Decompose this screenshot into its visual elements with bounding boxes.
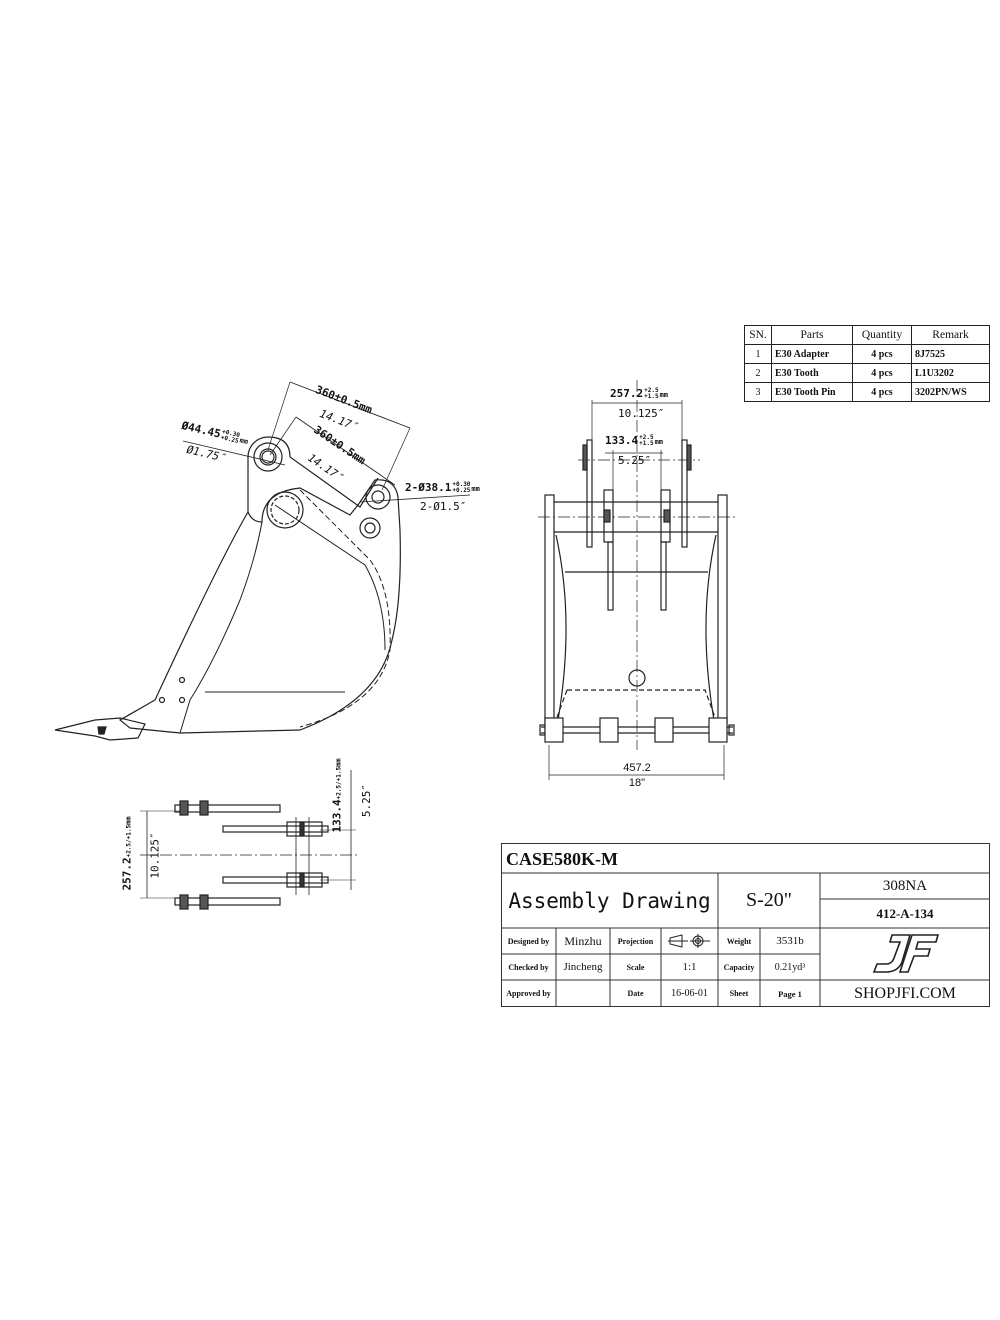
date-value: 16-06-01 <box>671 988 708 999</box>
pin-main-unit: mm <box>238 436 249 447</box>
projection-label: Projection <box>617 936 654 946</box>
top-inner-ear-dim: 133.4+2.5/+1.5mm <box>330 758 344 833</box>
header-sn: SN. <box>744 325 772 345</box>
top-outer-ear-inch: 10.125″ <box>148 832 162 879</box>
front-width-mm: 457.2 <box>623 762 651 774</box>
row-qty: 4 pcs <box>852 363 912 383</box>
side-view-bucket <box>54 381 471 741</box>
row-remark: 8J7525 <box>911 344 990 364</box>
header-remark: Remark <box>911 325 990 345</box>
sheet-value: Page 1 <box>778 988 802 999</box>
designed-label: Designed by <box>507 936 550 946</box>
table-row: 3 E30 Tooth Pin 4 pcs 3202PN/WS <box>744 382 990 402</box>
top-inner-ear-value: 133.4 <box>330 799 344 833</box>
jf-logo <box>820 928 990 980</box>
row-sn: 2 <box>744 363 772 383</box>
bucket-size: S-20" <box>746 889 792 911</box>
row-part: E30 Adapter <box>771 344 853 364</box>
front-outer-ear-unit: mm <box>659 391 669 399</box>
front-outer-ear-tol-lower: +1.5 <box>644 393 659 400</box>
code-2: 412-A-134 <box>876 905 934 921</box>
checked-label: Checked by <box>508 962 549 972</box>
projection-symbol-icon <box>661 928 718 954</box>
title-block <box>501 843 990 1007</box>
row-part: E30 Tooth <box>771 363 853 383</box>
weight-value: 3531b <box>776 935 804 947</box>
capacity-value: 0.21yd³ <box>774 961 806 973</box>
top-outer-ear-value: 257.2 <box>120 857 134 891</box>
scale-label: Scale <box>626 962 645 972</box>
website: SHOPJFI.COM <box>854 984 956 1002</box>
designed-value: Minzhu <box>564 933 602 948</box>
row-remark: 3202PN/WS <box>911 382 990 402</box>
pin-link-unit: mm <box>471 485 480 493</box>
row-sn: 1 <box>744 344 772 364</box>
front-view-bucket <box>538 380 735 780</box>
top-inner-ear-tol: +2.5/+1.5 <box>335 766 343 800</box>
row-part: E30 Tooth Pin <box>771 382 853 402</box>
front-outer-ear-inch: 10.125″ <box>618 407 665 420</box>
drawing-title: Assembly Drawing <box>508 888 711 913</box>
scale-value: 1:1 <box>682 961 697 973</box>
pin-link-value: 2-Ø38.1 <box>405 481 452 494</box>
weight-label: Weight <box>726 936 752 946</box>
top-inner-ear-unit: mm <box>334 758 343 767</box>
front-outer-ear-value: 257.2 <box>610 387 644 400</box>
front-inner-ear-tol-lower: +1.5 <box>639 440 654 447</box>
front-inner-ear-tol-upper: +2.5 <box>639 434 654 441</box>
table-row: 2 E30 Tooth 4 pcs L1U3202 <box>744 363 990 383</box>
top-outer-ear-tol: +2.5/+1.5 <box>125 824 133 858</box>
header-quantity: Quantity <box>852 325 912 345</box>
model-name: CASE580K-M <box>506 848 618 869</box>
row-qty: 4 pcs <box>852 382 912 402</box>
side-view-tooth <box>54 717 146 741</box>
row-qty: 4 pcs <box>852 344 912 364</box>
capacity-label: Capacity <box>723 962 755 972</box>
approved-label: Approved by <box>506 989 551 998</box>
checked-value: Jincheng <box>563 961 603 973</box>
table-row: 1 E30 Adapter 4 pcs 8J7525 <box>744 344 990 364</box>
jf-logo-icon <box>872 934 940 973</box>
title-block-grid <box>501 872 990 1007</box>
row-remark: L1U3202 <box>911 363 990 383</box>
pin-link-tol-lower: +0.25 <box>452 487 471 494</box>
top-inner-ear-inch: 5.25″ <box>360 783 374 818</box>
front-width-inch: 18" <box>628 777 646 789</box>
front-inner-ear-inch: 5.25″ <box>618 454 652 467</box>
front-outer-ear-tol-upper: +2.5 <box>644 387 659 394</box>
top-outer-ear-dim: 257.2+2.5/+1.5mm <box>120 816 134 891</box>
row-sn: 3 <box>744 382 772 402</box>
date-label: Date <box>627 989 644 998</box>
header-parts: Parts <box>771 325 853 345</box>
parts-table: SN. Parts Quantity Remark 1 E30 Adapter … <box>744 325 990 402</box>
parts-table-header: SN. Parts Quantity Remark <box>744 325 990 345</box>
sheet-label: Sheet <box>729 989 749 998</box>
front-inner-ear-value: 133.4 <box>605 434 639 447</box>
top-outer-ear-unit: mm <box>124 816 133 825</box>
pin-link-inch: 2-Ø1.5″ <box>420 500 467 513</box>
approved-value <box>556 980 610 1007</box>
pin-link-tol-upper: +0.30 <box>452 481 471 488</box>
top-view-ears <box>140 770 358 910</box>
code-1: 308NA <box>882 877 928 894</box>
front-inner-ear-unit: mm <box>654 438 664 446</box>
